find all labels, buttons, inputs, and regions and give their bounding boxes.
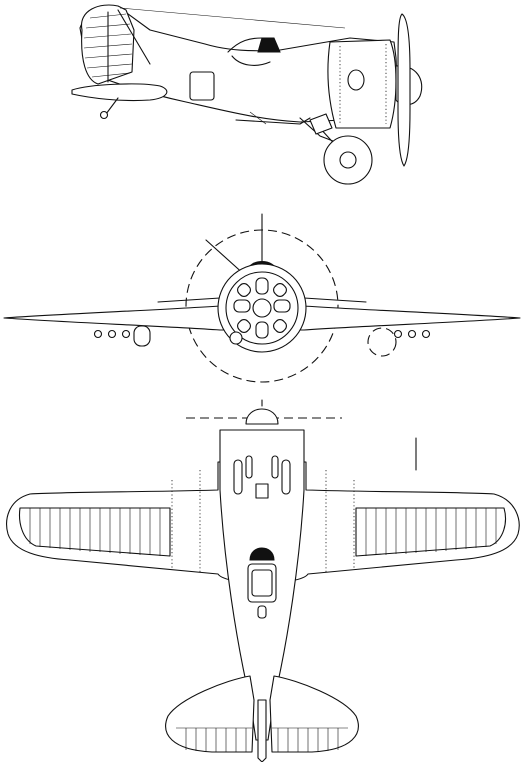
side-view	[72, 5, 422, 184]
front-drop-tank-left	[134, 326, 150, 346]
top-spinner	[246, 409, 278, 424]
front-drop-tank-right	[368, 328, 396, 356]
front-underwing-rockets-left	[95, 331, 130, 338]
side-engine-cowling	[328, 40, 396, 128]
top-view	[7, 400, 520, 762]
front-view	[4, 214, 520, 382]
top-aileron-ribs-right	[366, 508, 496, 556]
side-access-panel	[190, 72, 214, 100]
top-elevator-ribs	[176, 728, 348, 752]
side-tailplane	[72, 84, 167, 101]
side-propeller	[398, 14, 410, 166]
side-cowl-rivets	[340, 44, 386, 124]
side-main-wheel	[324, 136, 372, 184]
side-windscreen	[258, 38, 280, 52]
top-cowl-exhausts	[234, 456, 290, 494]
top-canopy	[250, 548, 274, 560]
front-underwing-rockets-right	[395, 331, 430, 338]
top-wing-rivets	[172, 470, 354, 572]
top-tailplane	[166, 676, 359, 752]
top-cockpit	[248, 564, 276, 602]
top-rudder	[258, 700, 266, 762]
front-cowl-vents	[234, 278, 290, 338]
top-aileron-ribs-left	[30, 508, 160, 556]
